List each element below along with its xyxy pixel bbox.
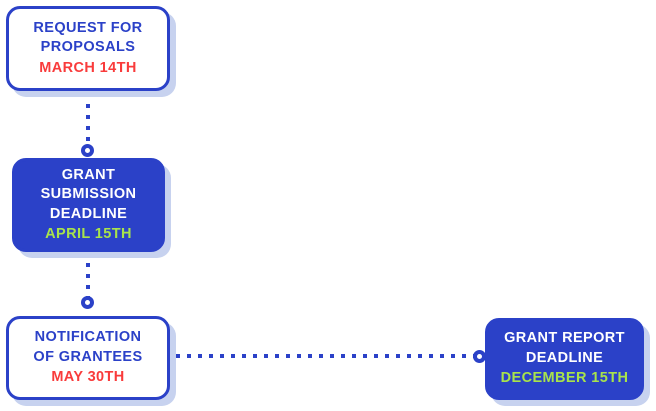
node-request-for-proposals[interactable]: REQUEST FOR PROPOSALS MARCH 14TH	[6, 6, 176, 97]
node-date: MAY 30TH	[51, 369, 125, 386]
connector-endpoint-ring-icon	[473, 350, 486, 363]
node-title: GRANT SUBMISSION DEADLINE	[40, 166, 137, 222]
connector-submission-to-notification	[86, 263, 90, 303]
node-face: NOTIFICATION OF GRANTEES MAY 30TH	[6, 316, 170, 400]
node-date: DECEMBER 15TH	[500, 370, 629, 387]
node-title: GRANT REPORT DEADLINE	[504, 330, 625, 366]
connector-endpoint-ring-icon	[81, 144, 94, 157]
node-face: REQUEST FOR PROPOSALS MARCH 14TH	[6, 6, 170, 91]
node-face: GRANT SUBMISSION DEADLINE APRIL 15TH	[12, 158, 165, 252]
connector-endpoint-ring-icon	[81, 296, 94, 309]
node-date: APRIL 15TH	[45, 225, 132, 242]
node-face: GRANT REPORT DEADLINE DECEMBER 15TH	[485, 318, 644, 400]
connector-rfp-to-submission	[86, 104, 90, 149]
connector-notification-to-report	[176, 354, 476, 358]
node-date: MARCH 14TH	[39, 59, 137, 76]
node-grant-report-deadline[interactable]: GRANT REPORT DEADLINE DECEMBER 15TH	[485, 318, 650, 406]
node-grant-submission-deadline[interactable]: GRANT SUBMISSION DEADLINE APRIL 15TH	[12, 158, 171, 258]
node-title: NOTIFICATION OF GRANTEES	[33, 329, 143, 365]
node-title: REQUEST FOR PROPOSALS	[33, 19, 143, 56]
node-notification-of-grantees[interactable]: NOTIFICATION OF GRANTEES MAY 30TH	[6, 316, 176, 406]
